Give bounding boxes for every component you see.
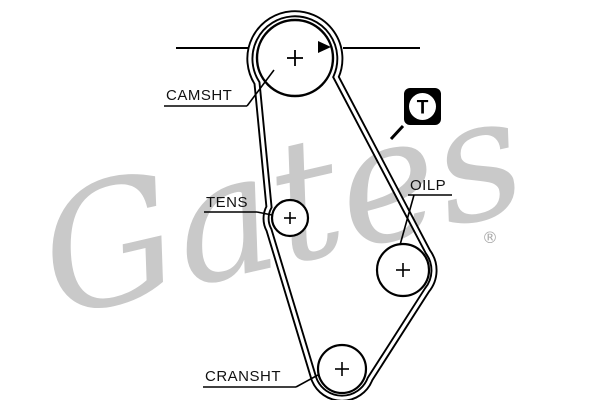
rotation-direction-arrow-icon	[318, 41, 331, 53]
belt-inner-gap	[248, 12, 436, 400]
oil-pump-label: OILP	[410, 177, 446, 194]
plus-mark-icon	[287, 50, 303, 66]
crankshaft-pulley	[316, 343, 368, 395]
tensioner-label-group: TENS	[204, 194, 273, 216]
camshaft-label: CAMSHT	[166, 87, 232, 104]
tension-badge-circle	[409, 93, 436, 120]
oil-pump-pulley	[375, 242, 431, 298]
camshaft-pulley	[255, 18, 335, 98]
plus-mark-icon	[284, 212, 296, 224]
crankshaft-label: CRANSHT	[205, 368, 281, 385]
timing-belt	[246, 10, 438, 400]
tensioner-pulley	[270, 198, 310, 238]
camshaft-pointer-line	[246, 69, 275, 107]
oil-pump-label-group: OILP	[399, 177, 452, 246]
tension-check-badge: T	[389, 88, 441, 141]
oil-pump-pointer-line	[399, 194, 415, 246]
registered-trademark-icon: ®	[482, 228, 498, 247]
tension-badge-pointer-line	[389, 124, 405, 141]
tensioner-pointer-line	[256, 211, 273, 216]
camshaft-label-group: CAMSHT	[164, 69, 275, 107]
tensioner-label: TENS	[206, 194, 248, 211]
tension-badge-letter: T	[417, 98, 429, 119]
crankshaft-label-group: CRANSHT	[203, 368, 319, 388]
crankshaft-pointer-line	[295, 374, 319, 388]
plus-mark-icon	[396, 263, 410, 277]
plus-mark-icon	[335, 362, 349, 376]
